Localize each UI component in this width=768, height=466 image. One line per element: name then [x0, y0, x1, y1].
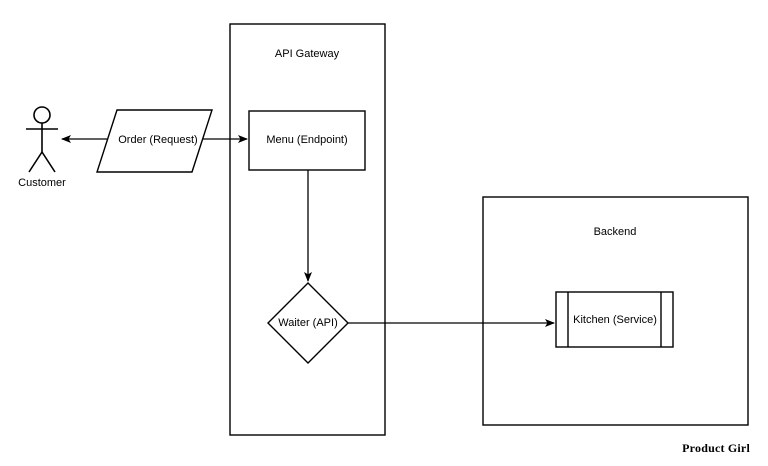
order-request-parallelogram — [96, 109, 213, 173]
node-kitchen-service[interactable]: Kitchen (Service) — [555, 291, 674, 348]
actor-head-icon — [33, 106, 51, 124]
watermark-label: Product Girl — [682, 441, 750, 455]
waiter-api-label: Waiter (API) — [278, 317, 338, 329]
backend-label: Backend — [594, 226, 637, 238]
node-customer[interactable]: Customer — [18, 106, 66, 189]
api-gateway-label: API Gateway — [275, 48, 340, 60]
node-order-request[interactable]: Order (Request) — [96, 109, 213, 173]
container-backend[interactable]: Backend — [482, 196, 749, 426]
customer-label: Customer — [18, 177, 66, 189]
actor-right-leg-icon — [41, 151, 56, 173]
order-request-label: Order (Request) — [118, 134, 197, 146]
node-waiter-api[interactable]: Waiter (API) — [267, 282, 349, 364]
kitchen-service-rect — [555, 291, 674, 348]
menu-endpoint-label: Menu (Endpoint) — [266, 134, 347, 146]
waiter-api-diamond — [267, 282, 349, 364]
actor-left-leg-icon — [28, 151, 43, 173]
kitchen-service-label: Kitchen (Service) — [573, 314, 657, 326]
node-menu-endpoint[interactable]: Menu (Endpoint) — [248, 110, 366, 171]
menu-endpoint-rect — [248, 110, 366, 171]
